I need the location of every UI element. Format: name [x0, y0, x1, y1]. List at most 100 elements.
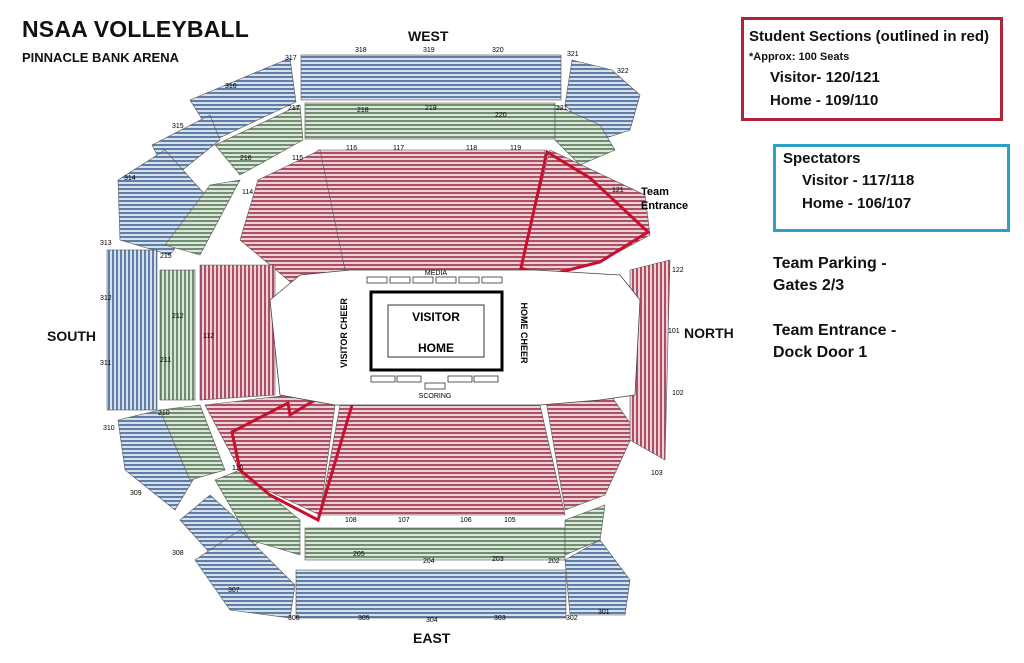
section-313-label: 313: [100, 240, 112, 247]
team-parking-info: Team Parking - Gates 2/3: [773, 253, 887, 297]
section-220-label: 220: [495, 112, 507, 119]
section-306-label: 306: [288, 615, 300, 622]
section-105-label: 105: [504, 517, 516, 524]
scoring-tables: [370, 375, 499, 390]
home-cheer-label: HOME CHEER: [519, 302, 529, 364]
section-122-label: 122: [672, 267, 684, 274]
section-101-label: 101: [668, 328, 680, 335]
team-entrance-map-label-1: Team: [641, 186, 669, 198]
team-parking-line1: Team Parking -: [773, 255, 887, 272]
upper-southeast-corner-c[interactable]: [194, 529, 296, 619]
media-label: MEDIA: [425, 270, 448, 277]
media-tables: [366, 276, 503, 284]
student-visitor-sections: Visitor- 120/121: [770, 69, 880, 86]
upper-northeast-corner[interactable]: [564, 539, 631, 616]
section-216-label: 216: [240, 155, 252, 162]
direction-east: EAST: [413, 630, 451, 646]
section-115-label: 115: [292, 155, 303, 162]
section-labels: 318 319 320 321 322 317 316 315 314 313 …: [100, 47, 684, 624]
section-116-label: 116: [346, 145, 357, 152]
visitor-cheer-label: VISITOR CHEER: [339, 298, 349, 368]
mid-northeast-corner[interactable]: [564, 504, 606, 556]
section-307-label: 307: [228, 587, 240, 594]
mid-southwest-corner-a[interactable]: [214, 104, 304, 176]
mid-tier: [159, 102, 616, 561]
upper-tier: [106, 54, 641, 619]
mid-southeast-corner-a[interactable]: [159, 404, 226, 481]
upper-west-block[interactable]: [300, 54, 562, 101]
section-305-label: 305: [358, 615, 370, 622]
section-218-label: 218: [357, 107, 369, 114]
section-320-label: 320: [492, 47, 504, 54]
floor-labels: VISITOR HOME MEDIA SCORING VISITOR CHEER…: [339, 186, 688, 400]
upper-southeast-corner-a[interactable]: [117, 409, 206, 511]
team-entrance-line1: Team Entrance -: [773, 322, 897, 339]
mid-east-block[interactable]: [304, 527, 566, 561]
section-314-label: 314: [124, 175, 136, 182]
section-210-label: 210: [158, 410, 170, 417]
upper-east-block[interactable]: [295, 569, 567, 619]
lower-west-block[interactable]: [317, 149, 546, 271]
lower-south-block[interactable]: [199, 264, 276, 401]
student-sections-heading: Student Sections (outlined in red): [749, 28, 989, 45]
section-202-label: 202: [548, 558, 560, 565]
court-home-label: HOME: [418, 341, 454, 355]
spectators-box: Spectators Visitor - 117/118 Home - 106/…: [773, 144, 1010, 232]
spectator-visitor-sections: Visitor - 117/118: [802, 172, 915, 189]
court-inner-line: [387, 304, 485, 358]
section-302-label: 302: [566, 615, 578, 622]
section-316-label: 316: [225, 83, 237, 90]
mid-southeast-corner-b[interactable]: [214, 469, 301, 556]
team-entrance-line2: Dock Door 1: [773, 344, 868, 361]
venue-subtitle: PINNACLE BANK ARENA: [22, 50, 179, 65]
section-308-label: 308: [172, 550, 184, 557]
mid-west-block[interactable]: [304, 102, 556, 140]
section-217-label: 217: [288, 105, 300, 112]
section-315-label: 315: [172, 123, 184, 130]
section-318-label: 318: [355, 47, 367, 54]
section-312-label: 312: [100, 295, 112, 302]
section-317-label: 317: [285, 55, 297, 62]
page-title: NSAA VOLLEYBALL: [22, 16, 250, 42]
student-sections-note: *Approx: 100 Seats: [749, 51, 850, 63]
lower-bowl: [199, 149, 671, 516]
section-221-label: 221: [556, 105, 568, 112]
section-322-label: 322: [617, 68, 629, 75]
section-303-label: 303: [494, 615, 506, 622]
section-204-label: 204: [423, 558, 435, 565]
student-home-sections: Home - 109/110: [770, 92, 879, 109]
team-entrance-map-label-2: Entrance: [641, 200, 688, 212]
mid-south-block[interactable]: [159, 269, 196, 401]
section-309-label: 309: [130, 490, 142, 497]
section-310-label: 310: [103, 425, 115, 432]
spectator-home-sections: Home - 106/107: [802, 195, 912, 212]
section-304-label: 304: [426, 617, 438, 624]
section-121-label: 121: [612, 187, 624, 194]
lower-east-block[interactable]: [319, 404, 566, 516]
section-110-label: 110: [232, 465, 243, 472]
section-211-label: 211: [160, 357, 171, 364]
team-parking-line2: Gates 2/3: [773, 277, 845, 294]
section-103-label: 103: [651, 470, 663, 477]
mid-northwest-corner[interactable]: [554, 104, 616, 166]
section-106-label: 106: [460, 517, 472, 524]
section-203-label: 203: [492, 556, 504, 563]
court-visitor-label: VISITOR: [412, 310, 460, 324]
scoring-label: SCORING: [419, 393, 452, 400]
arena-floor: [269, 269, 641, 406]
section-112-label: 112: [203, 333, 214, 340]
direction-north: NORTH: [684, 325, 734, 341]
section-117-label: 117: [393, 145, 404, 152]
section-107-label: 107: [398, 517, 410, 524]
section-118-label: 118: [466, 145, 477, 152]
visitor-student-outline[interactable]: [519, 149, 651, 278]
upper-south-block[interactable]: [106, 249, 158, 411]
mid-southwest-corner-b[interactable]: [164, 179, 241, 256]
section-102-label: 102: [672, 390, 684, 397]
direction-west: WEST: [408, 28, 449, 44]
section-321-label: 321: [567, 51, 579, 58]
section-319-label: 319: [423, 47, 435, 54]
section-114-label: 114: [242, 189, 253, 196]
team-entrance-info: Team Entrance - Dock Door 1: [773, 320, 896, 364]
